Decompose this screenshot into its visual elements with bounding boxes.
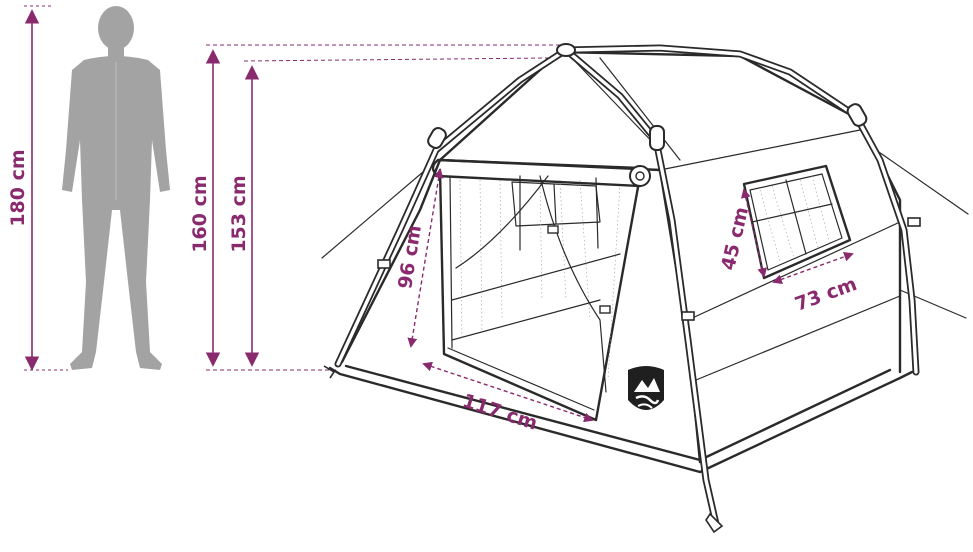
person-height-label: 180 cm bbox=[7, 149, 29, 226]
tent-peak-height-label: 160 cm bbox=[189, 175, 211, 252]
dimension-tent-inner-height: 153 cm bbox=[206, 57, 549, 371]
tent-illustration bbox=[321, 43, 969, 534]
window-height-label: 45 cm bbox=[717, 205, 753, 272]
door-height-arrow bbox=[407, 168, 444, 348]
door-mesh bbox=[455, 175, 621, 393]
pole-joints bbox=[323, 43, 921, 534]
window-width-label: 73 cm bbox=[792, 273, 860, 316]
dimension-tent-peak-height: 160 cm bbox=[189, 44, 562, 367]
door-roll bbox=[431, 158, 651, 188]
dimension-person-height: 180 cm bbox=[7, 5, 68, 371]
window-height-arrow bbox=[741, 188, 767, 278]
dimension-window-width: 73 cm bbox=[772, 252, 860, 316]
mountain-logo-icon bbox=[628, 366, 664, 410]
door-width-arrow bbox=[422, 361, 594, 423]
tent-inner-height-label: 153 cm bbox=[228, 175, 250, 252]
tent-poles bbox=[334, 44, 920, 528]
dimension-window-height: 45 cm bbox=[717, 188, 767, 278]
person-silhouette bbox=[62, 6, 170, 370]
door-width-label: 117 cm bbox=[460, 390, 540, 435]
